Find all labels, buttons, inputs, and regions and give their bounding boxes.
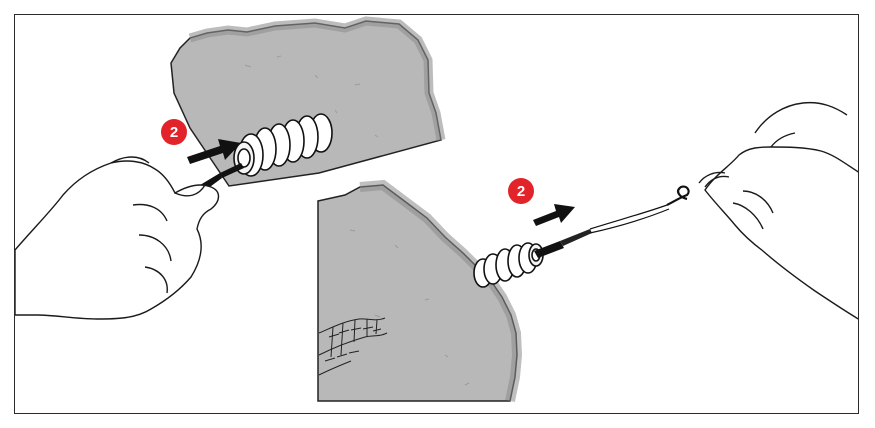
upper-concrete-block <box>170 16 446 187</box>
lower-sleeve <box>473 242 544 288</box>
right-arrow-icon <box>533 204 575 226</box>
upper-sleeve <box>233 113 333 177</box>
stitched-crack <box>318 317 388 376</box>
left-step-label: 2 <box>170 124 178 141</box>
right-nozzle <box>534 185 690 258</box>
right-hand <box>698 101 858 320</box>
illustration-frame: 2 2 <box>14 14 859 414</box>
right-step-label: 2 <box>517 183 525 200</box>
right-step-badge: 2 <box>508 178 534 204</box>
left-hand <box>15 156 220 320</box>
installation-illustration: 2 2 <box>15 16 858 403</box>
lower-concrete-block <box>317 179 523 403</box>
left-arrow-icon <box>187 139 241 164</box>
left-step-badge: 2 <box>161 119 187 145</box>
